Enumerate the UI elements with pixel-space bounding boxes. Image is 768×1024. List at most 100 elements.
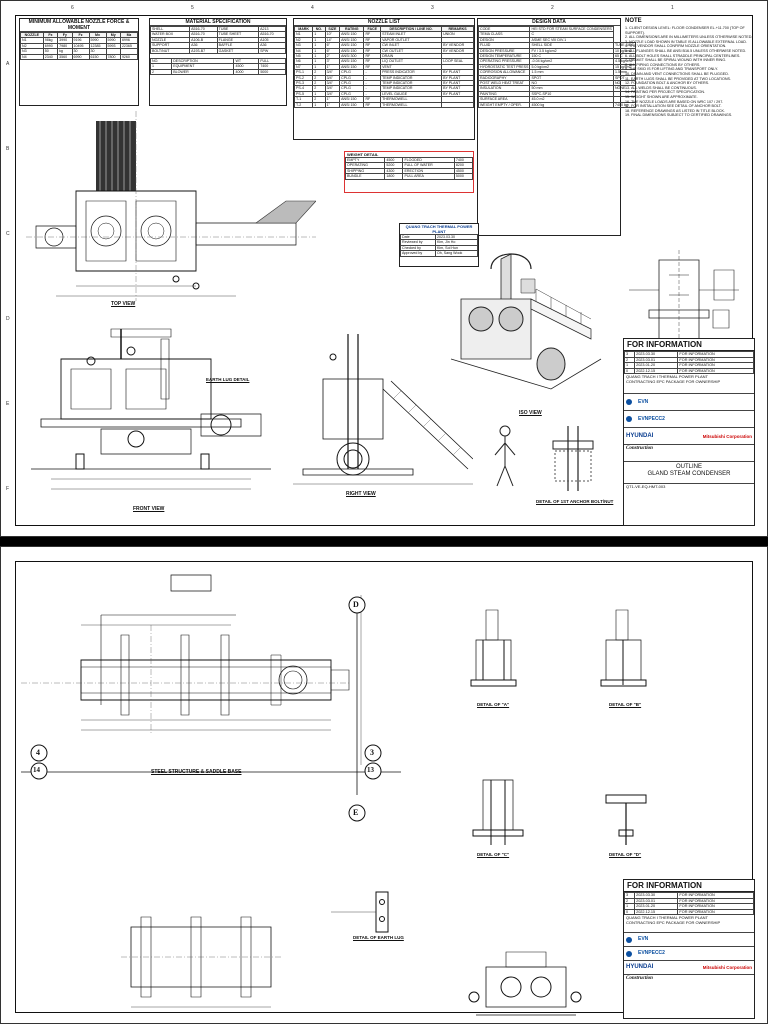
table-cell: 2022.12.15 — [634, 367, 679, 375]
approval-header: QUANG TRACH THERMAL POWER PLANT — [405, 224, 473, 234]
tick-label: 1 — [671, 5, 674, 11]
table-header-cell: NO. — [312, 25, 326, 33]
front-view-drawing — [31, 319, 291, 509]
tick-label: 6 — [71, 5, 74, 11]
table-cell: TUBE SIDE — [612, 42, 636, 49]
project-row: QUANG TRACH I THERMAL POWER PLANT CONTRA… — [624, 915, 754, 934]
table-cell: BY PLANT — [441, 74, 474, 82]
sheet-border — [15, 15, 753, 526]
earth-lug-caption: DETAIL OF EARTH LUG — [353, 935, 404, 940]
anchor-detail-caption: DETAIL OF 1ST ANCHOR BOLT/NUT — [536, 499, 614, 504]
table-cell: 3990 — [57, 37, 73, 44]
table-header-cell: Mz — [119, 31, 139, 39]
table-cell: 2023.03.30 — [634, 351, 679, 358]
table-cell: 4500 kg — [529, 101, 614, 109]
right-view-drawing — [293, 319, 473, 499]
vendor-logo: Construction — [626, 976, 653, 982]
table-cell: SPOT — [612, 74, 636, 82]
nozzle-load-table: MINIMUM ALLOWABLE NOZZLE FORCE & MOMENT … — [19, 18, 139, 106]
table-cell: FOR INFORMATION — [677, 908, 754, 916]
tick-label: A — [6, 61, 10, 67]
table-cell: 1800 — [384, 173, 404, 180]
front-view-caption: FRONT VIEW — [133, 506, 165, 512]
table-cell: TEMP INDICATOR — [380, 85, 443, 92]
steel-structure-caption: STEEL STRUCTURE & SADDLE BASE — [151, 769, 242, 775]
iso-view-caption: ISO VIEW — [519, 410, 542, 416]
project-row: QUANG TRACH I THERMAL POWER PLANT CONTRA… — [624, 374, 754, 395]
drawing-sheet-2: 4 14 3 13 D E STEEL STRUCTURE & SADDLE B… — [0, 546, 768, 1024]
table-cell: 0 — [623, 908, 636, 916]
table-cell: OPERATING PRESSURE — [477, 58, 531, 65]
table-cell: NONE — [612, 85, 636, 92]
grid-label-e: E — [353, 808, 359, 817]
table-cell: SURFACE AREA — [477, 96, 531, 103]
tick-label: 5 — [191, 5, 194, 11]
contractor-logo: HYUNDAI — [626, 432, 654, 439]
engineer-row: EVNPECC2 — [624, 947, 754, 962]
table-cell: T-2 — [293, 101, 314, 109]
equipment-elevation-drawing — [466, 947, 586, 1023]
anchor-bolt-detail-drawing — [493, 421, 613, 501]
detail-c-drawing — [461, 775, 531, 855]
earth-lug-caption: EARTH LUG DETAIL — [206, 377, 250, 382]
project-subtitle: CONTRACTING EPC PACKAGE FOR OWNERSHIP — [626, 379, 721, 385]
table-cell: PULL AREA — [402, 173, 455, 180]
detail-d-caption: DETAIL OF "D" — [609, 852, 642, 857]
table-cell: 5993 — [105, 42, 121, 50]
table-cell: 4000 — [233, 68, 260, 76]
table-cell: 2023.01.20 — [634, 362, 679, 369]
contractor-logo: HYUNDAI — [626, 964, 654, 971]
detail-b-drawing — [591, 605, 661, 705]
table-title: MINIMUM ALLOWABLE NOZZLE FORCE & MOMENT — [20, 19, 138, 32]
project-name: QUANG TRACH I THERMAL POWER PLANT — [626, 374, 708, 380]
right-view-caption: RIGHT VIEW — [346, 491, 376, 497]
tick-label: E — [6, 401, 10, 407]
table-cell: N4 — [20, 53, 44, 61]
detail-c-caption: DETAIL OF "C" — [477, 852, 510, 857]
table-cell: DESIGN PRESSURE — [477, 47, 531, 55]
tick-label: C — [6, 231, 10, 237]
drawing-number: QT1-VE-EQ-HMT-003 — [626, 484, 666, 490]
table-cell: BY PLANT — [441, 69, 474, 76]
table-cell: FOR INFORMATION — [677, 356, 754, 364]
steel-structure-drawing — [21, 565, 401, 795]
table-header-cell: RATING — [339, 25, 365, 33]
table-cell: TEMP INDICATOR — [380, 74, 443, 82]
table-cell: 9260 — [119, 53, 139, 61]
grid-bubble-d — [347, 595, 367, 615]
table-cell: ANSI 150 — [339, 96, 365, 103]
table-title: NOZZLE LIST — [294, 19, 474, 26]
table-cell: BUNDLE — [344, 173, 386, 180]
table-cell: PRESS INDICATOR — [380, 69, 443, 76]
for-information-stamp: FOR INFORMATION — [624, 339, 754, 351]
table-cell: 2023.03.01 — [634, 356, 679, 364]
table-cell: TUBE SHEET — [216, 31, 260, 38]
notes-title: NOTE — [625, 18, 642, 24]
table-cell: BY VENDOR — [441, 42, 474, 49]
tick-label: 2 — [551, 5, 554, 11]
table-cell: FULL OF WATER — [402, 162, 455, 169]
table-cell: ANSI 150 — [339, 31, 365, 38]
owner-logo: EVN — [638, 398, 649, 405]
project-name: QUANG TRACH I THERMAL POWER PLANT — [626, 915, 708, 921]
grid-label-4: 4 — [36, 748, 40, 757]
notes-block: NOTE 1. CLIENT DESIGN LEVEL: FLOOR CONDE… — [625, 18, 755, 338]
tick-label: D — [6, 316, 10, 322]
table-cell: 5000 — [258, 68, 286, 76]
